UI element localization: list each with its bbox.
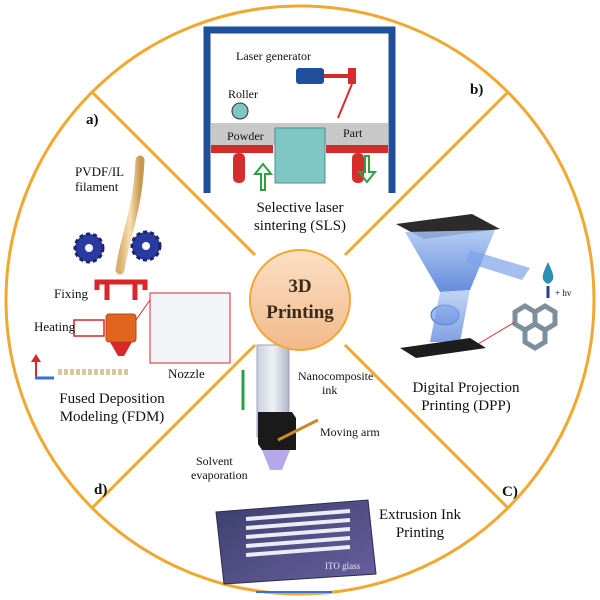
divider-nw [90, 90, 257, 257]
sls-label-laser-generator: Laser generator [236, 49, 311, 63]
ink-title-line2: Printing [396, 525, 445, 541]
sls-laser-beam-h [324, 74, 352, 78]
fdm-illustration [31, 155, 231, 380]
sls-roller [231, 102, 249, 120]
dpp-illustration [396, 214, 558, 358]
fdm-title-line2: Modeling (FDM) [60, 409, 165, 425]
fdm-title-line1: Fused Deposition [59, 391, 165, 407]
divider-sw [90, 343, 257, 510]
center-circle [249, 249, 351, 351]
sls-part-block [274, 127, 326, 184]
ink-moving-arm [258, 412, 296, 450]
tag-d: d) [94, 482, 107, 498]
dpp-title-line1: Digital Projection [412, 380, 520, 396]
fdm-heater-body [105, 313, 137, 343]
fdm-gear-left-hub [85, 244, 93, 252]
fdm-heating-wire [73, 319, 105, 337]
dpp-link-line [477, 321, 516, 345]
fdm-z-axis-arrow [31, 354, 41, 378]
sls-laser-head [348, 68, 356, 84]
sls-down-arrow [356, 155, 378, 184]
sls-illustration [203, 26, 396, 193]
divider-ne [343, 90, 510, 257]
sls-title-line2: sintering (SLS) [254, 218, 346, 234]
dpp-cone-upper [405, 230, 495, 292]
sls-red-right-plate [326, 145, 388, 153]
ink-illustration [215, 344, 377, 593]
fdm-fixing-bracket [94, 279, 148, 300]
ink-arm-arrow [277, 418, 319, 442]
sls-frame [203, 26, 396, 193]
center-title-line1: 3D [288, 276, 311, 297]
ink-title-line1: Extrusion Ink [379, 507, 462, 523]
dpp-side-beam [465, 250, 530, 280]
tag-a: a) [86, 112, 99, 128]
fdm-gear-right-hub [142, 242, 150, 250]
sls-up-arrow [252, 162, 274, 191]
tag-b: b) [470, 82, 483, 98]
tag-c: C) [502, 484, 518, 500]
fdm-label-heating: Heating [34, 319, 76, 334]
sls-left-piston [233, 153, 245, 183]
sls-laser-generator [296, 68, 324, 84]
ink-needle [262, 450, 290, 470]
ink-label-solvent-2: evaporation [191, 468, 248, 482]
fdm-zoom-box [149, 292, 231, 364]
dpp-build-plate [400, 338, 486, 358]
ink-label-ink-2: ink [322, 383, 337, 397]
ink-printed-pattern [245, 509, 351, 557]
sls-red-left-plate [211, 145, 273, 153]
dpp-title-line2: Printing (DPP) [421, 398, 511, 414]
fdm-filament [115, 155, 145, 275]
dpp-cone-lower [430, 290, 470, 342]
fdm-nozzle-tip [110, 342, 132, 356]
sls-laser-ray [337, 83, 353, 119]
sls-label-roller: Roller [228, 87, 258, 101]
sls-right-piston [352, 153, 364, 183]
dpp-drop [542, 262, 554, 284]
ink-label-solvent-1: Solvent [196, 454, 233, 468]
sls-title-line1: Selective laser [256, 200, 343, 216]
ink-label-moving-arm: Moving arm [320, 425, 380, 439]
fdm-zoom-line [135, 299, 151, 321]
center-title-line2: Printing [266, 302, 334, 323]
ink-label-ink-1: Nanocomposite [298, 369, 373, 383]
divider-se [343, 343, 510, 510]
dpp-hex-network [512, 303, 558, 351]
sls-label-powder: Powder [227, 129, 264, 143]
fdm-label-fixing: Fixing [54, 286, 88, 301]
fdm-label-nozzle: Nozzle [168, 366, 205, 381]
fdm-label-filament-2: filament [75, 179, 119, 194]
dpp-label-hv: + hv [555, 288, 572, 298]
sls-label-part: Part [343, 126, 363, 140]
fdm-label-filament-1: PVDF/IL [75, 164, 124, 179]
ink-label-ito-glass: ITO glass [325, 561, 361, 571]
